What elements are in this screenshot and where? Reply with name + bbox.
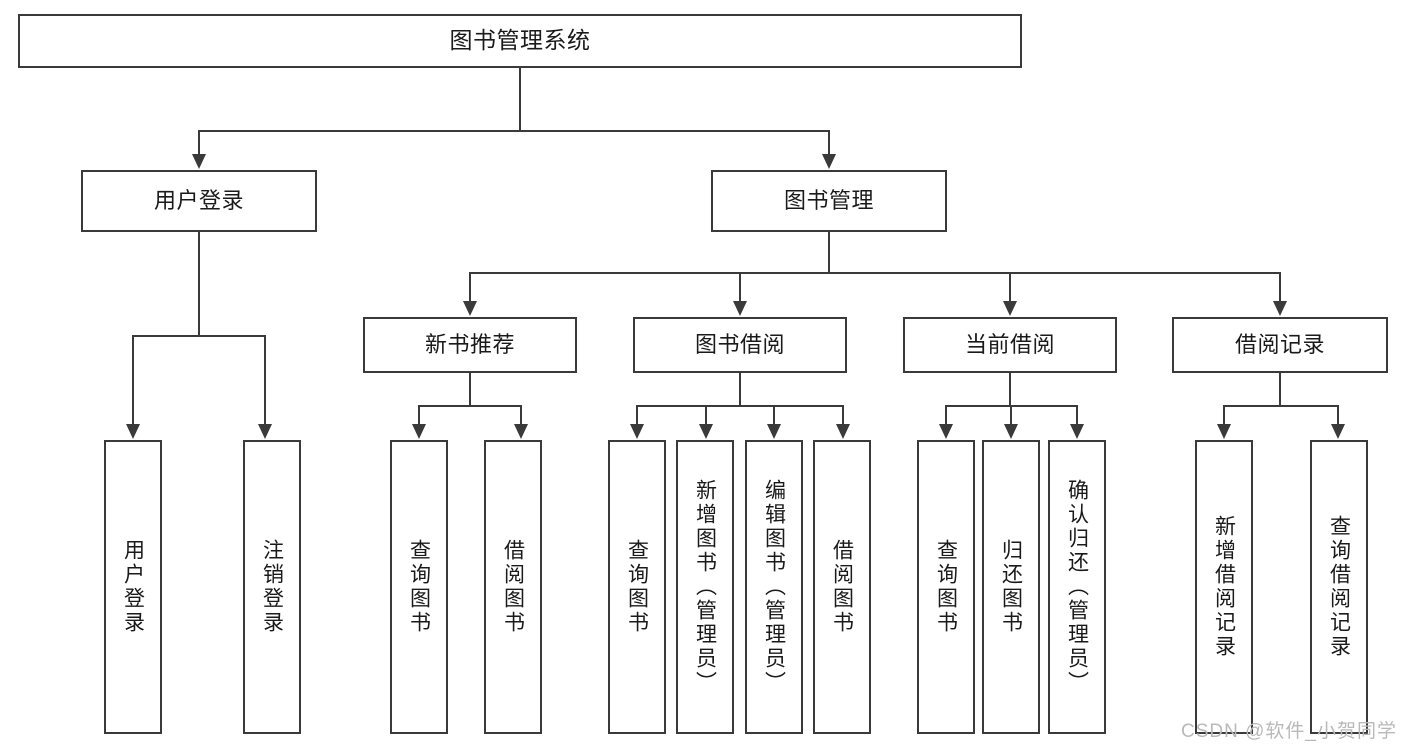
node-root-system[interactable]: 图书管理系统 xyxy=(18,14,1022,68)
edge-root-stem xyxy=(519,68,521,130)
arrow-down-icon xyxy=(1004,424,1018,439)
node-label: 借阅图书 xyxy=(501,539,525,635)
arrow-down-icon xyxy=(822,154,836,169)
leaf-user-logout[interactable]: 注销登录 xyxy=(243,440,301,734)
node-borrow-record[interactable]: 借阅记录 xyxy=(1172,317,1388,373)
leaf-record-query-record[interactable]: 查询借阅记录 xyxy=(1310,440,1368,734)
arrow-down-icon xyxy=(630,424,644,439)
edge-book-manage-branch-3 xyxy=(1009,272,1011,302)
arrow-down-icon xyxy=(767,424,781,439)
node-label: 用户登录 xyxy=(153,188,244,214)
leaf-borrow-query-book[interactable]: 查询图书 xyxy=(608,440,666,734)
edge-book-borrow-branch-1 xyxy=(636,405,638,425)
edge-borrow-record-bus xyxy=(1223,405,1339,407)
edge-current-borrow-branch-3 xyxy=(1076,405,1078,425)
node-label: 图书管理 xyxy=(783,188,874,214)
edge-current-borrow-stem xyxy=(1009,373,1011,405)
leaf-borrow-borrow-book[interactable]: 借阅图书 xyxy=(813,440,871,734)
leaf-newbook-query-book[interactable]: 查询图书 xyxy=(390,440,448,734)
edge-book-borrow-branch-2 xyxy=(705,405,707,425)
arrow-down-icon xyxy=(412,424,426,439)
arrow-down-icon xyxy=(733,301,747,316)
node-label: 归还图书 xyxy=(999,539,1023,635)
leaf-current-confirm-return-admin[interactable]: 确认归还（管理员） xyxy=(1048,440,1106,734)
edge-book-borrow-stem xyxy=(739,373,741,405)
edge-borrow-record-branch-2 xyxy=(1337,405,1339,425)
leaf-current-query-book[interactable]: 查询图书 xyxy=(917,440,975,734)
edge-user-login-stem xyxy=(198,232,200,335)
arrow-down-icon xyxy=(699,424,713,439)
edge-new-book-bus xyxy=(418,405,522,407)
arrow-down-icon xyxy=(126,424,140,439)
edge-book-borrow-branch-4 xyxy=(842,405,844,425)
edge-root-to-user-login xyxy=(198,130,200,155)
node-current-borrow[interactable]: 当前借阅 xyxy=(903,317,1117,373)
arrow-down-icon xyxy=(1070,424,1084,439)
edge-new-book-branch-1 xyxy=(418,405,420,425)
node-label: 当前借阅 xyxy=(964,332,1055,358)
edge-user-login-bus xyxy=(132,335,266,337)
node-label: 用户登录 xyxy=(121,539,145,635)
edge-new-book-branch-2 xyxy=(520,405,522,425)
leaf-record-add-record[interactable]: 新增借阅记录 xyxy=(1195,440,1253,734)
arrow-down-icon xyxy=(1003,301,1017,316)
edge-book-manage-stem xyxy=(828,232,830,272)
leaf-current-return-book[interactable]: 归还图书 xyxy=(982,440,1040,734)
node-label: 确认归还（管理员） xyxy=(1065,479,1089,695)
node-label: 借阅图书 xyxy=(830,539,854,635)
leaf-user-login[interactable]: 用户登录 xyxy=(104,440,162,734)
arrow-down-icon xyxy=(463,301,477,316)
node-label: 新增借阅记录 xyxy=(1212,515,1236,659)
node-label: 注销登录 xyxy=(260,539,284,635)
edge-book-manage-branch-4 xyxy=(1279,272,1281,302)
arrow-down-icon xyxy=(1331,424,1345,439)
node-label: 新书推荐 xyxy=(424,332,515,358)
node-label: 查询图书 xyxy=(407,539,431,635)
edge-current-borrow-branch-2 xyxy=(1010,405,1012,425)
node-new-book-recommend[interactable]: 新书推荐 xyxy=(363,317,577,373)
arrow-down-icon xyxy=(1273,301,1287,316)
leaf-borrow-add-book-admin[interactable]: 新增图书（管理员） xyxy=(676,440,734,734)
arrow-down-icon xyxy=(514,424,528,439)
edge-current-borrow-branch-1 xyxy=(945,405,947,425)
edge-borrow-record-stem xyxy=(1279,373,1281,405)
node-label: 图书管理系统 xyxy=(449,27,591,54)
node-label: 编辑图书（管理员） xyxy=(762,479,786,695)
edge-user-login-branch-1 xyxy=(132,335,134,425)
arrow-down-icon xyxy=(258,424,272,439)
edge-root-to-book-manage xyxy=(828,130,830,155)
node-label: 查询借阅记录 xyxy=(1327,515,1351,659)
node-label: 新增图书（管理员） xyxy=(693,479,717,695)
leaf-borrow-edit-book-admin[interactable]: 编辑图书（管理员） xyxy=(745,440,803,734)
arrow-down-icon xyxy=(939,424,953,439)
edge-book-manage-branch-2 xyxy=(739,272,741,302)
node-user-login[interactable]: 用户登录 xyxy=(81,170,317,232)
node-label: 借阅记录 xyxy=(1234,332,1325,358)
node-label: 查询图书 xyxy=(934,539,958,635)
arrow-down-icon xyxy=(1217,424,1231,439)
arrow-down-icon xyxy=(836,424,850,439)
node-book-borrow[interactable]: 图书借阅 xyxy=(633,317,847,373)
node-label: 查询图书 xyxy=(625,539,649,635)
edge-book-borrow-bus xyxy=(636,405,844,407)
edge-root-bus xyxy=(198,130,830,132)
edge-user-login-branch-2 xyxy=(264,335,266,425)
node-label: 图书借阅 xyxy=(694,332,785,358)
edge-book-manage-branch-1 xyxy=(469,272,471,302)
node-book-management[interactable]: 图书管理 xyxy=(711,170,947,232)
edge-book-borrow-branch-3 xyxy=(773,405,775,425)
edge-new-book-stem xyxy=(469,373,471,405)
edge-book-manage-bus xyxy=(469,272,1281,274)
leaf-newbook-borrow-book[interactable]: 借阅图书 xyxy=(484,440,542,734)
arrow-down-icon xyxy=(192,154,206,169)
edge-borrow-record-branch-1 xyxy=(1223,405,1225,425)
